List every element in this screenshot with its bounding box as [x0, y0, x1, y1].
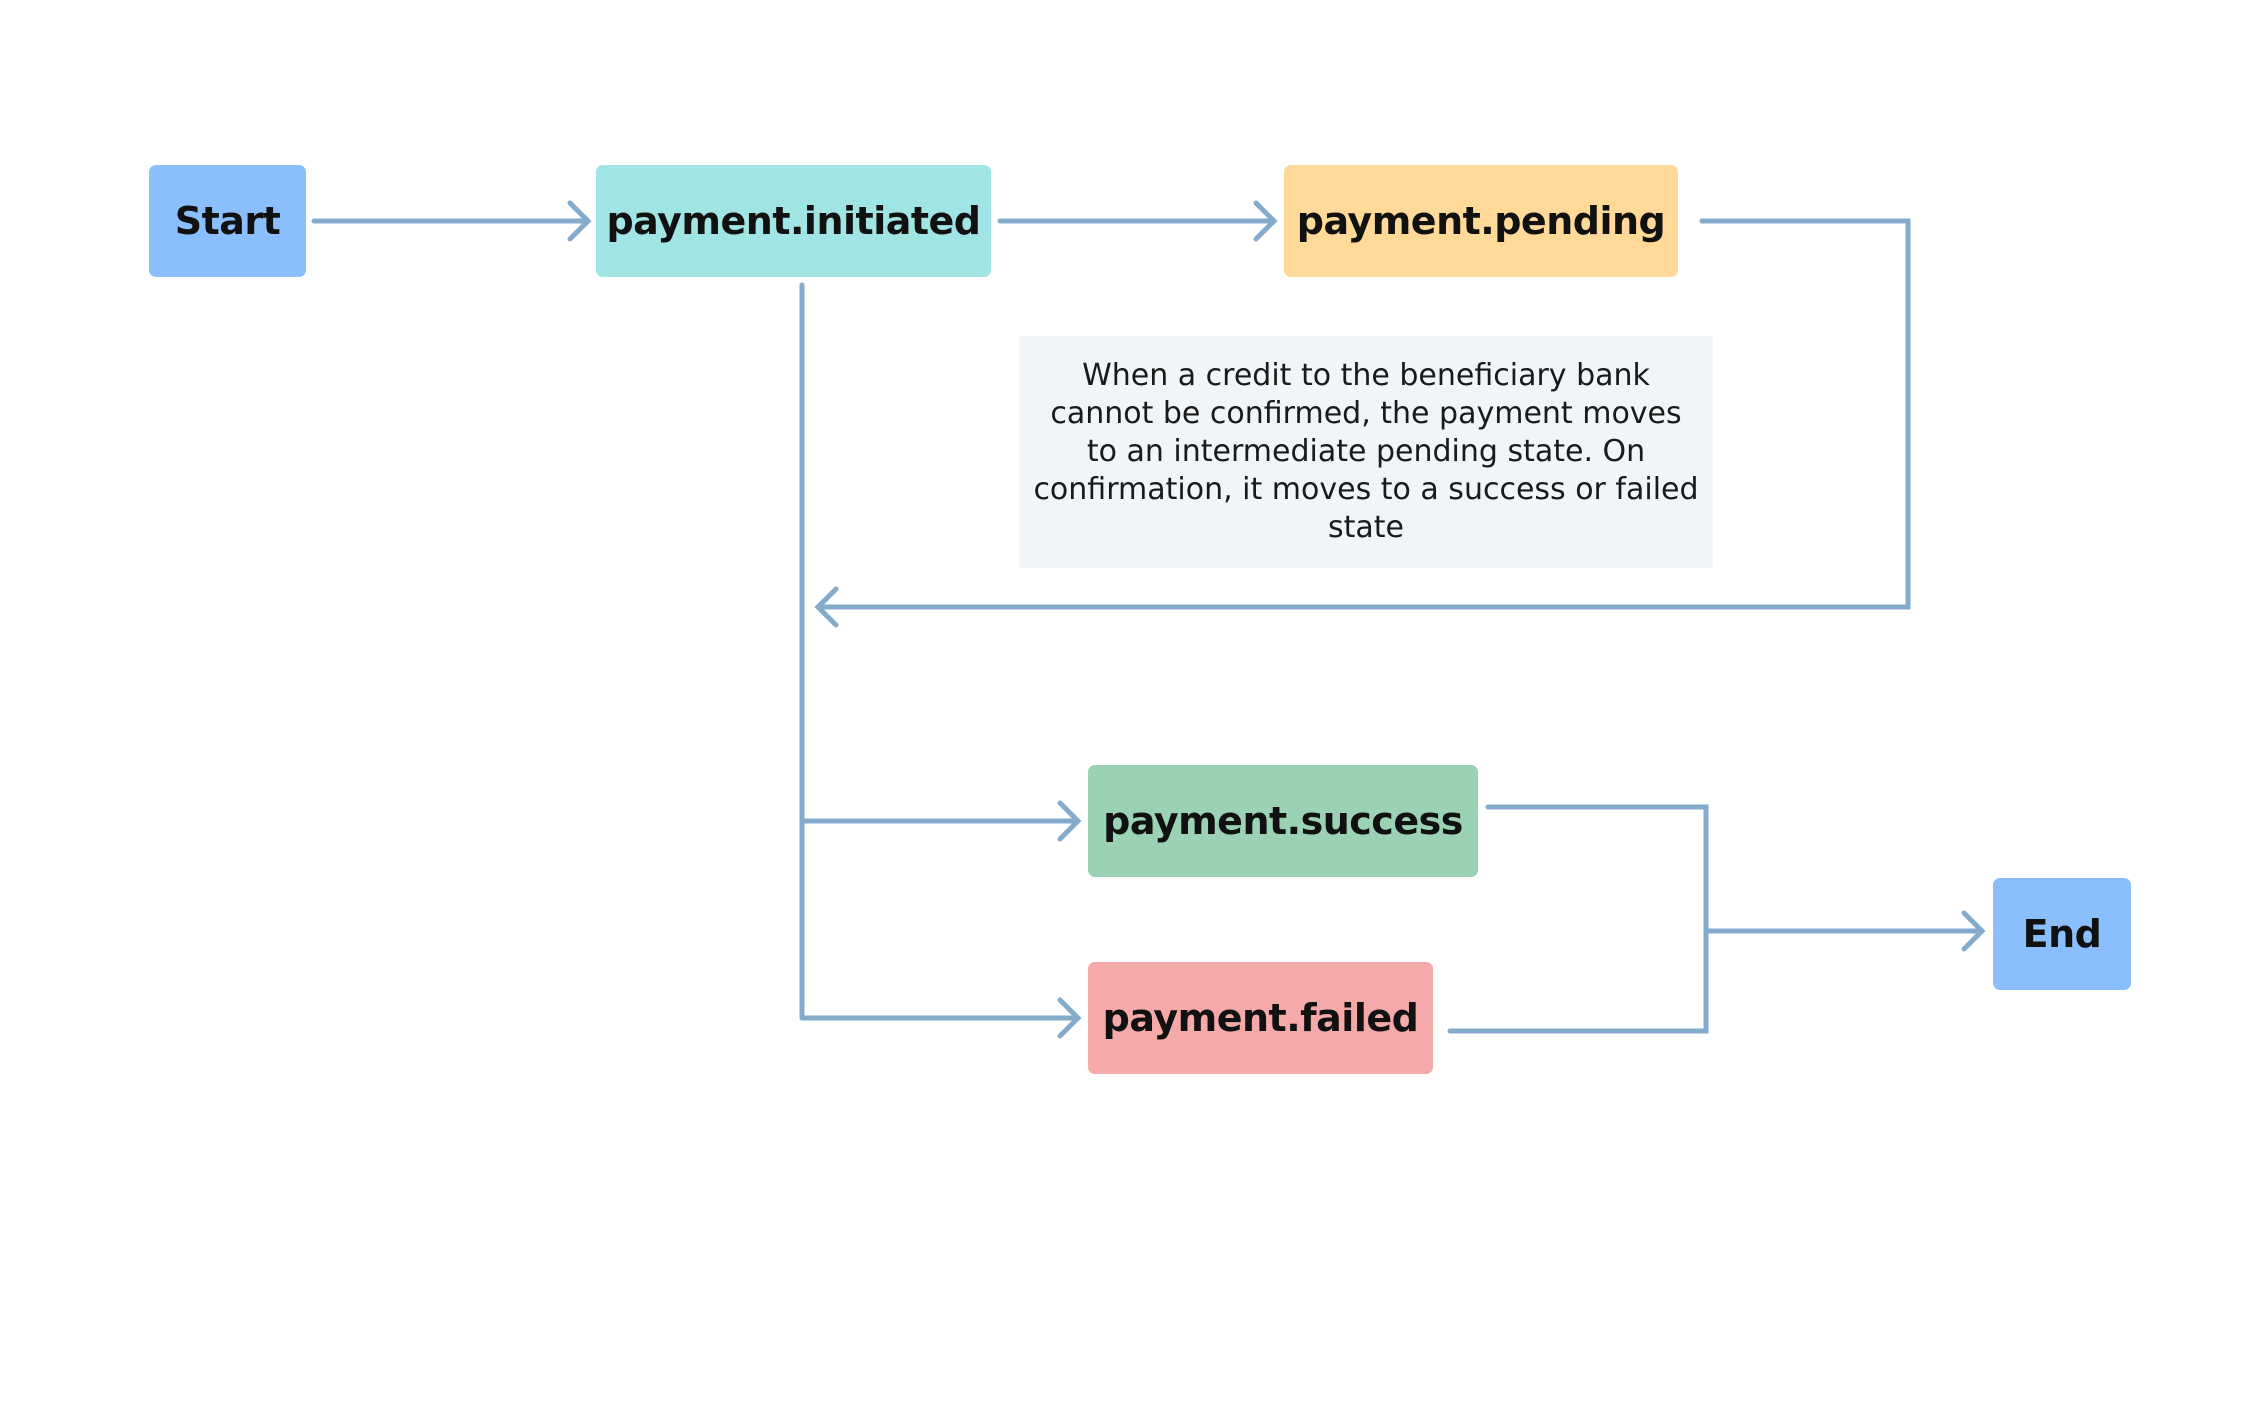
connector-initiated-to-success: [799, 800, 1082, 842]
node-payment-initiated: payment.initiated: [596, 165, 991, 277]
connector-success-to-end: [1447, 804, 1709, 1034]
connector-start-to-initiated: [311, 200, 592, 242]
connector-pending-to-initiated: [814, 218, 1911, 628]
node-payment-pending: payment.pending: [1284, 165, 1678, 277]
node-end: End: [1993, 878, 2131, 990]
connector-merge-to-end: [1703, 910, 1986, 952]
connector-initiated-to-pending: [997, 200, 1278, 242]
pending-state-note: When a credit to the beneficiary bank ca…: [1019, 336, 1713, 568]
node-start: Start: [149, 165, 306, 277]
pending-state-note-text: When a credit to the beneficiary bank ca…: [1033, 358, 1699, 545]
node-payment-success: payment.success: [1088, 765, 1478, 877]
connector-initiated-to-failed: [799, 997, 1082, 1039]
node-payment-failed: payment.failed: [1088, 962, 1433, 1074]
